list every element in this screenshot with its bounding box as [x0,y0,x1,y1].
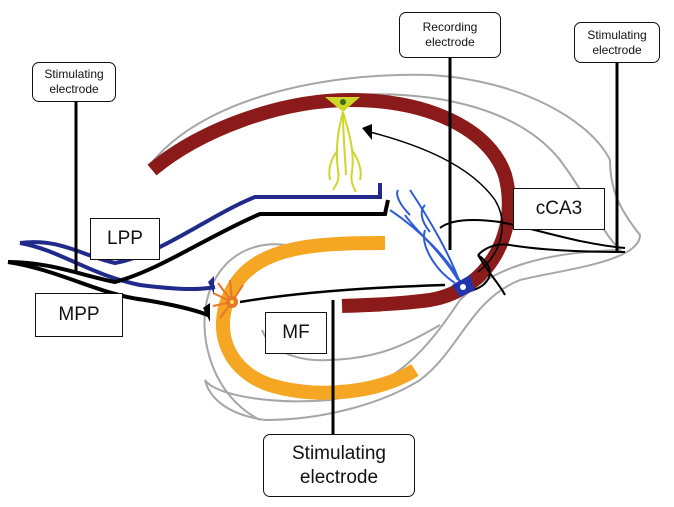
commissural-fibers [439,219,626,296]
hippocampus-inner-outline [203,243,306,421]
lpp-terminal [208,276,214,294]
mf-label: MF [265,312,327,354]
lpp-pathway-branch [19,241,216,292]
granule-cell-nucleus [230,300,234,304]
mossy-fiber-band [215,236,419,400]
ca-pyramidal-band [147,92,516,313]
lpp-pathway [19,183,382,266]
mpp-label: MPP [35,293,123,337]
lpp-label: LPP [90,218,160,260]
mpp-pathway-branch [7,260,209,317]
ca1-dendrites [328,111,362,193]
hippocampus-outline [149,73,642,422]
right-stimulating-electrode-label: Stimulating electrode [574,22,660,63]
ca1-cell-nucleus [340,99,346,105]
mpp-terminal [203,303,210,322]
recording-electrode-label: Recording electrode [399,12,501,58]
mpp-pathway [7,199,390,285]
bottom-stimulating-electrode-label: Stimulating electrode [263,434,415,497]
cca3-label: cCA3 [513,188,605,230]
granule-cell-axon [239,283,446,304]
schaffer-collateral [369,131,503,273]
schaffer-terminal [362,124,372,140]
left-stimulating-electrode-label: Stimulating electrode [32,62,116,102]
granule-cell [212,279,244,319]
ca3-cell-nucleus [460,284,466,290]
ca3-dendrites [389,189,463,286]
